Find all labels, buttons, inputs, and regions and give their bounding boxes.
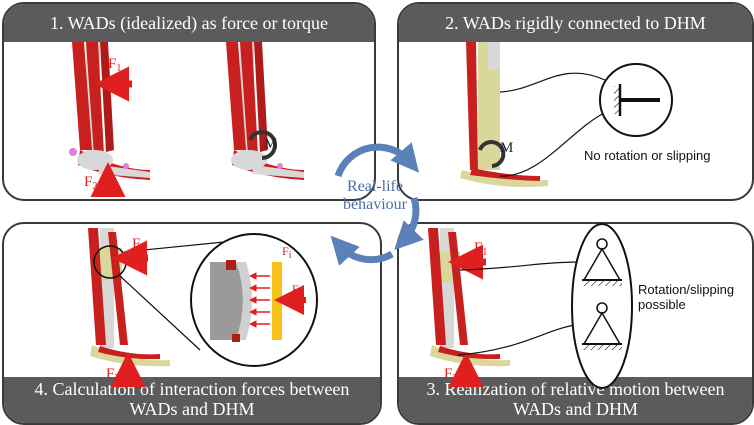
f1-text-p4: F xyxy=(132,236,141,252)
f1-sub: 1 xyxy=(116,63,122,74)
label-m-panel2: M xyxy=(500,140,514,156)
f1-sub-p4: 1 xyxy=(140,243,146,254)
cycle-arrows xyxy=(330,142,424,266)
center-label-line1: Real-life xyxy=(347,178,403,195)
label-f2-panel1: F2 xyxy=(84,174,97,192)
f2-sub-p4: 2 xyxy=(114,373,120,384)
leg-model-relative-motion xyxy=(428,228,510,367)
panel-1: 1. WADs (idealized) as force or torque xyxy=(2,2,376,201)
note-rotation-line1: Rotation/slipping xyxy=(638,282,735,297)
zoom-detail-circle xyxy=(190,233,318,367)
leg-model-rigid xyxy=(460,42,548,187)
label-f1-panel4: F1 xyxy=(132,236,145,254)
note-rotation-line2: possible xyxy=(638,297,686,312)
torque-arrow-panel1 xyxy=(248,130,277,160)
pin-support-icon xyxy=(571,223,633,389)
label-f1-zoom: F1 xyxy=(292,282,304,299)
panel-2-title: 2. WADs rigidly connected to DHM xyxy=(399,4,752,42)
torque-arrow-panel2 xyxy=(478,140,506,168)
f1-zoom-text: F xyxy=(292,282,299,296)
label-f2-panel4: F2 xyxy=(106,366,119,384)
label-f1-panel1: F1 xyxy=(108,56,121,74)
note-rotation-slipping: Rotation/slipping possible xyxy=(638,282,734,312)
f2-sub-p3: 2 xyxy=(452,373,458,384)
label-m-panel1: M xyxy=(264,136,278,152)
f2-text-p4: F xyxy=(106,366,115,382)
f2-sub: 2 xyxy=(92,181,98,192)
f1-text: F xyxy=(108,56,117,72)
panel-4-title-line2: WADs and DHM xyxy=(129,399,255,419)
fixed-support-icon xyxy=(599,63,673,137)
panel-2: 2. WADs rigidly connected to DHM xyxy=(397,2,754,201)
label-fi-zoom: Fi xyxy=(282,244,291,261)
connector-line-upper-p2 xyxy=(499,72,606,93)
f2-text: F xyxy=(84,174,93,190)
label-f1-panel3: F1 xyxy=(474,240,487,258)
panel-4-title: 4. Calculation of interaction forces bet… xyxy=(4,377,380,423)
fi-text: F xyxy=(282,244,289,258)
center-label: Real-life behaviour xyxy=(335,178,415,214)
connector-line-upper-p3 xyxy=(459,261,579,271)
panel-3-title-line2: WADs and DHM xyxy=(513,399,638,419)
label-f2-panel3: F2 xyxy=(444,366,457,384)
center-label-line2: behaviour xyxy=(343,196,407,213)
f2-text-p3: F xyxy=(444,366,453,382)
panel-3-title-line1: 3. Realization of relative motion betwee… xyxy=(426,379,725,399)
f1-text-p3: F xyxy=(474,240,483,256)
connector-line-lower-p2 xyxy=(499,111,607,177)
fi-sub: i xyxy=(288,250,292,261)
note-no-rotation: No rotation or slipping xyxy=(584,148,711,163)
leg-model-torque xyxy=(226,42,304,180)
panel-1-title: 1. WADs (idealized) as force or torque xyxy=(4,4,374,42)
connector-line-lower-p3 xyxy=(457,324,576,356)
f1-zoom-sub: 1 xyxy=(298,288,304,299)
f1-sub-p3: 1 xyxy=(482,247,488,258)
panel-4: 4. Calculation of interaction forces bet… xyxy=(2,222,382,425)
zoom-line-lower xyxy=(119,275,201,351)
